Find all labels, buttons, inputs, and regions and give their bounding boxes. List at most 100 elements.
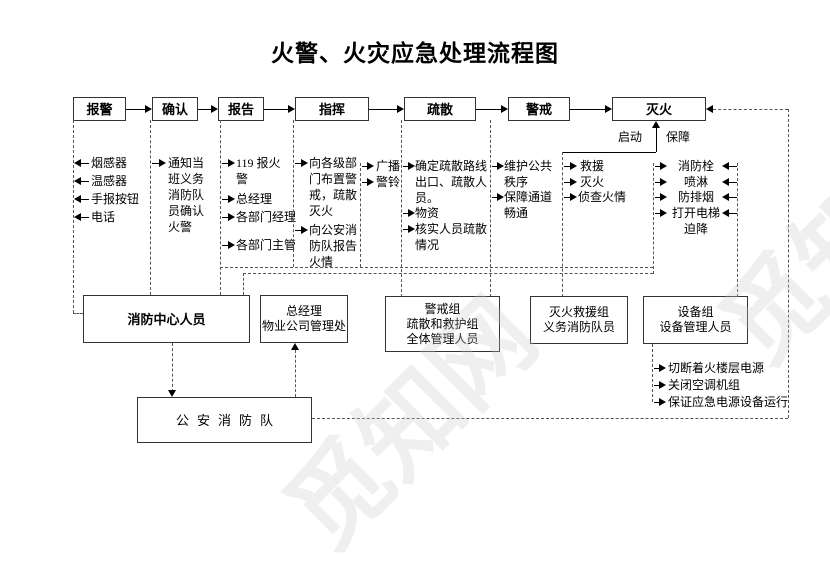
support-item: 消防栓	[677, 159, 714, 173]
support-branch-line-left	[653, 163, 654, 274]
item-connector	[564, 166, 570, 167]
alarm-source-item: 温感器	[91, 174, 128, 188]
collector-dashed-line	[220, 267, 653, 268]
arrowhead-left	[74, 177, 81, 185]
brigade-to-gm-line	[295, 350, 296, 397]
arrowhead-right	[228, 241, 235, 249]
item-connector	[655, 197, 660, 198]
evacuate-item: 物资	[415, 206, 440, 220]
collector-dashed-line	[243, 273, 653, 274]
arrowhead-right	[288, 105, 295, 113]
flow-step-report: 报告	[218, 97, 264, 121]
confirm-branch-line	[150, 120, 151, 295]
item-connector	[222, 163, 228, 164]
item-connector	[222, 217, 228, 218]
arrowhead-right	[301, 226, 308, 234]
support-item: 防排烟	[677, 190, 714, 204]
arrowhead-right	[501, 105, 508, 113]
arrowhead-right	[159, 159, 166, 167]
alarm-branch-line	[73, 120, 74, 313]
report-item: 119 报火警	[236, 156, 281, 186]
item-connector	[81, 163, 89, 164]
evacuate-item: 核实人员疏散情况	[415, 222, 488, 252]
flow-connector	[570, 109, 605, 110]
report-item: 各部门主管	[236, 238, 297, 252]
flow-connector	[126, 109, 145, 110]
start-connector	[656, 128, 657, 152]
extinguish-branch-line	[562, 152, 563, 297]
item-connector	[729, 166, 737, 167]
arrowhead-left	[722, 193, 729, 201]
alarm-branch-line	[73, 313, 83, 314]
extinguish-item: 侦查火情	[578, 190, 627, 204]
group-line: 设备管理人员	[659, 320, 732, 334]
arrowhead-right	[367, 178, 374, 186]
group-guard: 警戒组 疏散和救护组 全体管理人员	[385, 296, 500, 352]
extinguish-item: 灭火	[580, 175, 605, 189]
arrowhead-right	[301, 159, 308, 167]
item-connector	[81, 181, 89, 182]
feedback-dashed-line	[713, 109, 788, 110]
guard-item: 维护公共秩序	[504, 159, 553, 189]
alarm-source-item: 电话	[91, 210, 116, 224]
flow-connector	[264, 109, 288, 110]
guard-branch-line	[490, 120, 491, 297]
alarm-source-item: 烟感器	[91, 156, 128, 170]
item-connector	[655, 166, 660, 167]
flow-step-extinguish: 灭火	[612, 97, 706, 121]
confirm-item: 通知当班义务消防队员确认火警	[168, 156, 205, 234]
start-connector	[562, 152, 656, 153]
flow-connector	[198, 109, 211, 110]
support-label: 保障	[666, 130, 691, 144]
flow-connector	[476, 109, 501, 110]
command-item: 向公安消防队报告火情	[309, 223, 358, 269]
item-connector	[362, 182, 367, 183]
collector-dashed-line	[243, 273, 244, 295]
arrowhead-left	[706, 105, 713, 113]
equipment-actions-line	[652, 344, 653, 402]
command-branch-line	[293, 120, 294, 267]
item-connector	[222, 199, 228, 200]
arrowhead-right	[408, 225, 415, 233]
arrowhead-right	[408, 162, 415, 170]
item-connector	[81, 199, 89, 200]
arrowhead-right	[228, 159, 235, 167]
command-item: 向各级部门布置警戒，疏散灭火	[309, 156, 358, 218]
arrowhead-right	[397, 105, 404, 113]
group-line: 总经理	[285, 304, 322, 318]
group-rescue: 灭火救援组 义务消防队员	[530, 296, 628, 344]
item-connector	[729, 182, 737, 183]
arrowhead-left	[74, 213, 81, 221]
item-connector	[654, 385, 659, 386]
evacuate-branch-line	[401, 120, 402, 297]
arrowhead-right	[145, 105, 152, 113]
arrowhead-left	[74, 159, 81, 167]
support-item: 喷淋	[683, 175, 708, 189]
arrowhead-right	[408, 209, 415, 217]
item-connector	[654, 368, 659, 369]
evacuate-item: 确定疏散路线出口、疏散人员。	[415, 159, 488, 205]
arrowhead-right	[605, 105, 612, 113]
group-equipment: 设备组 设备管理人员	[643, 296, 748, 344]
report-branch-line	[220, 120, 221, 295]
item-connector	[655, 182, 660, 183]
item-connector	[81, 217, 89, 218]
item-connector	[729, 197, 737, 198]
arrowhead-right	[659, 398, 666, 406]
arrowhead-right	[570, 178, 577, 186]
report-item: 各部门经理	[236, 210, 297, 224]
arrowhead-right	[497, 162, 504, 170]
group-line: 设备组	[677, 305, 714, 319]
arrowhead-right	[660, 178, 667, 186]
item-connector	[362, 166, 367, 167]
item-connector	[403, 229, 408, 230]
flow-step-guard: 警戒	[508, 97, 570, 121]
arrowhead-right	[659, 364, 666, 372]
arrowhead-right	[659, 381, 666, 389]
item-connector	[222, 245, 228, 246]
equipment-action-item: 切断着火楼层电源	[668, 361, 765, 375]
notify-branch-line	[360, 163, 361, 267]
feedback-dashed-line	[312, 418, 788, 419]
notify-item: 警铃	[376, 175, 401, 189]
